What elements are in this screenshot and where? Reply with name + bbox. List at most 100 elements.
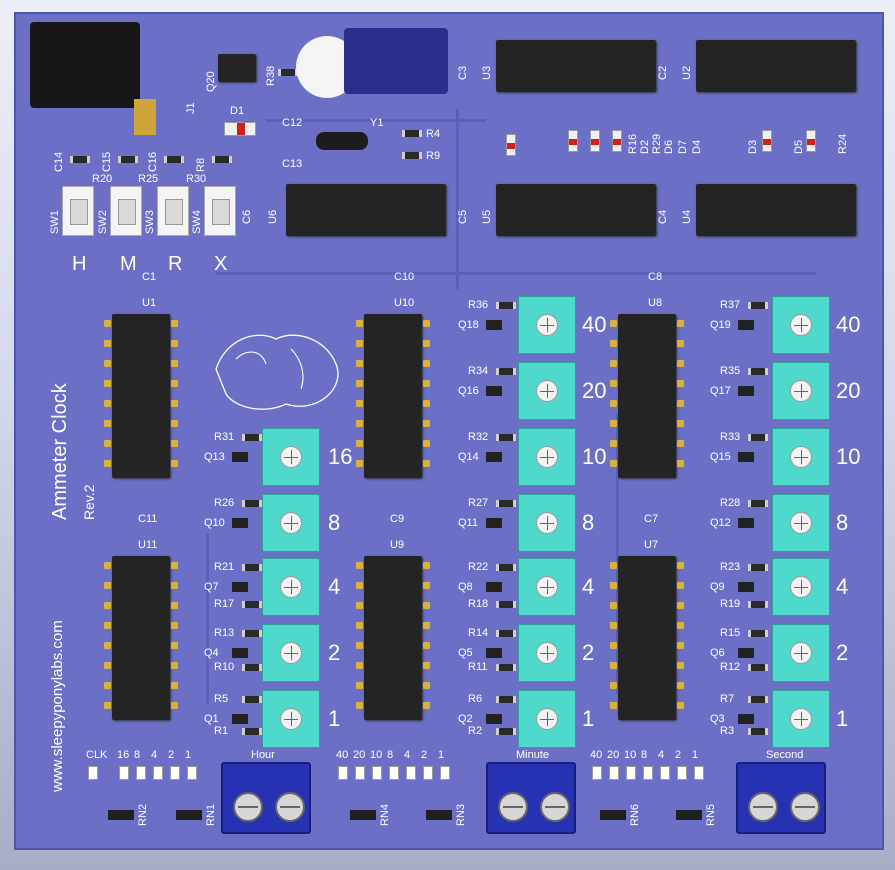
ref-d2: D2: [639, 139, 651, 154]
screw-icon[interactable]: [275, 792, 305, 822]
trimmer-knob: [536, 446, 558, 468]
capacitor: [164, 156, 184, 163]
ic-pin: [610, 702, 617, 709]
resistor-ref: R32: [468, 431, 489, 443]
ref-d1: D1: [230, 105, 245, 117]
ic-pin: [171, 420, 178, 427]
terminal-block-hour: [221, 762, 311, 834]
led: [677, 766, 687, 780]
screw-icon[interactable]: [748, 792, 778, 822]
ic-pin: [104, 682, 111, 689]
screw-icon[interactable]: [540, 792, 570, 822]
ref-r9: R9: [426, 150, 441, 162]
ref-r4: R4: [426, 128, 441, 140]
ic-pin: [677, 400, 684, 407]
resistor-ref: R12: [720, 661, 741, 673]
weight-label-minute-4: 4: [582, 574, 595, 599]
ref-sw4: SW4: [191, 210, 203, 234]
trimmer-second-8: [772, 494, 830, 552]
weight-label-second-20: 20: [836, 378, 861, 403]
transistor-ref: Q9: [710, 581, 725, 593]
resistor-pack-ref: RN2: [137, 803, 149, 826]
diode: [506, 134, 516, 156]
resistor: [496, 368, 516, 375]
transistor-ref: Q3: [710, 713, 725, 725]
ic-pin: [356, 682, 363, 689]
transistor-ref: Q13: [204, 451, 225, 463]
resistor-ref: R15: [720, 627, 741, 639]
button-sw4[interactable]: [204, 186, 236, 236]
weight-label-hour-4: 4: [328, 574, 341, 599]
trimmer-knob: [790, 576, 812, 598]
diode: [806, 130, 816, 152]
led-label-hour-16: 16: [117, 749, 130, 761]
ref-j1: J1: [185, 102, 197, 114]
resistor: [242, 500, 262, 507]
trimmer-knob: [280, 642, 302, 664]
screw-icon[interactable]: [498, 792, 528, 822]
button-label-r: R: [168, 253, 183, 275]
ref-r38: R38: [265, 65, 277, 86]
weight-label-second-1: 1: [836, 706, 849, 731]
transistor: [738, 714, 754, 724]
led: [423, 766, 433, 780]
terminal-block-minute: [486, 762, 576, 834]
resistor-ref: R36: [468, 299, 489, 311]
ic-pin: [423, 642, 430, 649]
ref-sw1: SW1: [49, 210, 61, 234]
resistor-pack: [176, 810, 202, 820]
ic-u8: [618, 314, 676, 478]
ic-pin: [356, 360, 363, 367]
transistor: [738, 452, 754, 462]
transistor-ref: Q19: [710, 319, 731, 331]
screw-icon[interactable]: [233, 792, 263, 822]
ic-pin: [610, 460, 617, 467]
button-sw1[interactable]: [62, 186, 94, 236]
ic-pin: [677, 622, 684, 629]
led-label-hour-CLK: CLK: [86, 749, 108, 761]
button-sw3[interactable]: [157, 186, 189, 236]
ref-c13: C13: [282, 158, 303, 170]
ic-pin: [356, 460, 363, 467]
led-label-hour-8: 8: [134, 749, 141, 761]
ic-pin: [104, 400, 111, 407]
diode: [224, 122, 256, 136]
ic-pin: [171, 642, 178, 649]
ic-ref: U11: [138, 539, 158, 551]
ic-pin: [356, 582, 363, 589]
trimmer-knob: [536, 512, 558, 534]
trimmer-second-2: [772, 624, 830, 682]
resistor-pack: [350, 810, 376, 820]
button-sw2[interactable]: [110, 186, 142, 236]
ic-pin: [171, 320, 178, 327]
ic-ref: U10: [394, 297, 415, 309]
resistor-ref: R14: [468, 627, 489, 639]
led-label-minute-8: 8: [387, 749, 394, 761]
ic-pin: [356, 622, 363, 629]
weight-label-hour-8: 8: [328, 510, 341, 535]
weight-label-minute-8: 8: [582, 510, 595, 535]
crystal: [316, 132, 368, 150]
ic-pin: [104, 582, 111, 589]
trimmer-knob: [536, 708, 558, 730]
resistor: [496, 434, 516, 441]
weight-label-minute-2: 2: [582, 640, 595, 665]
trace: [216, 272, 816, 275]
transistor-ref: Q15: [710, 451, 731, 463]
trimmer-knob: [536, 576, 558, 598]
ic-pin: [677, 702, 684, 709]
cap-ref: C8: [648, 271, 663, 283]
transistor: [738, 648, 754, 658]
ic-pin: [171, 360, 178, 367]
resistor: [402, 152, 422, 159]
ic-pin: [423, 602, 430, 609]
button-cap: [212, 199, 230, 225]
cap-ref: C1: [142, 271, 157, 283]
weight-label-minute-1: 1: [582, 706, 595, 731]
trace: [456, 109, 459, 289]
resistor: [496, 630, 516, 637]
ref-c3: C3: [457, 65, 469, 80]
screw-icon[interactable]: [790, 792, 820, 822]
ic-pin: [104, 340, 111, 347]
ic-pin: [677, 380, 684, 387]
